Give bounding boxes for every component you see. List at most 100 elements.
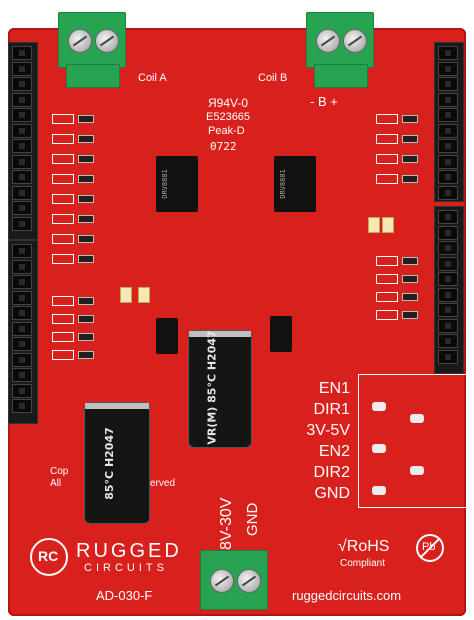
motor-driver-chip-left: DRV8801 bbox=[156, 156, 198, 212]
diode-left bbox=[156, 318, 178, 354]
compliant-label: Compliant bbox=[340, 558, 386, 569]
header-pin bbox=[12, 46, 32, 60]
header-pin bbox=[12, 321, 32, 336]
header-pin bbox=[438, 139, 458, 153]
coil-a-label: Coil A bbox=[138, 72, 167, 84]
model-number-label: AD-030-F bbox=[96, 588, 153, 603]
coil-a-terminal-base bbox=[66, 64, 120, 88]
header-pin bbox=[438, 272, 458, 286]
pin-label-dir2: DIR2 bbox=[313, 464, 350, 481]
resistor-pad bbox=[376, 134, 398, 144]
header-pin bbox=[438, 77, 458, 91]
resistor bbox=[78, 333, 94, 341]
voltage-range-label: 8V-30V bbox=[218, 497, 235, 550]
resistor bbox=[402, 293, 418, 301]
resistor bbox=[78, 135, 94, 143]
electrolytic-capacitor-left: 85°C H2047 bbox=[84, 402, 150, 524]
header-pin bbox=[438, 241, 458, 255]
copyright-text-2: All bbox=[50, 478, 62, 489]
header-pin bbox=[12, 201, 32, 215]
rugged-circuits-logo: RC RUGGED CIRCUITS bbox=[30, 538, 200, 578]
capacitor-left-marking: 85°C H2047 bbox=[102, 427, 116, 500]
header-pin bbox=[438, 185, 458, 200]
ul-mark-icon: Я bbox=[208, 96, 217, 110]
screw-icon bbox=[210, 569, 234, 593]
resistor bbox=[78, 255, 94, 263]
solder-pad bbox=[372, 402, 386, 411]
resistor bbox=[402, 257, 418, 265]
header-pin bbox=[12, 399, 32, 413]
io-pin-label-box bbox=[358, 374, 466, 508]
resistor-pad bbox=[52, 174, 74, 184]
header-pin bbox=[438, 256, 458, 271]
pin-label-en1: EN1 bbox=[318, 380, 350, 397]
rc-logo-icon: RC bbox=[30, 538, 68, 576]
coil-b-label: Coil B bbox=[258, 72, 288, 84]
logo-sub-text: CIRCUITS bbox=[84, 562, 168, 574]
header-pin bbox=[12, 77, 32, 91]
screw-icon bbox=[95, 29, 119, 53]
header-pin bbox=[12, 185, 32, 200]
peak-code-label: Peak-D bbox=[208, 125, 245, 137]
resistor bbox=[402, 135, 418, 143]
part-code-label: E523665 bbox=[206, 111, 251, 123]
header-pin bbox=[12, 275, 32, 289]
resistor bbox=[78, 215, 94, 223]
led-indicator bbox=[368, 217, 380, 233]
resistor-pad bbox=[376, 174, 398, 184]
resistor bbox=[402, 275, 418, 283]
b-polarity-label: - B + bbox=[310, 94, 338, 109]
rating-94v-text: 94V-0 bbox=[216, 96, 249, 110]
resistor bbox=[402, 115, 418, 123]
header-pin bbox=[12, 383, 32, 398]
led-indicator bbox=[382, 217, 394, 233]
coil-b-terminal-block bbox=[306, 12, 374, 68]
header-pin bbox=[438, 334, 458, 348]
solder-pad bbox=[410, 466, 424, 475]
electrolytic-capacitor-right: VR(M) 85°C H2047 bbox=[188, 330, 252, 448]
rohs-label: √RoHS bbox=[338, 538, 390, 555]
ul-rating-label: Я94V-0 bbox=[208, 96, 248, 110]
header-pin bbox=[12, 368, 32, 382]
resistor bbox=[78, 175, 94, 183]
header-pin bbox=[12, 290, 32, 305]
pin-label-gnd: GND bbox=[314, 485, 350, 502]
logo-main-text: RUGGED bbox=[76, 540, 182, 562]
header-pin bbox=[438, 303, 458, 317]
resistor-pad bbox=[52, 114, 74, 124]
header-pin bbox=[12, 61, 32, 76]
led-indicator bbox=[138, 287, 150, 303]
header-pin bbox=[438, 46, 458, 60]
header-pin bbox=[12, 216, 32, 231]
header-pin bbox=[438, 108, 458, 122]
website-label: ruggedcircuits.com bbox=[292, 588, 402, 603]
chip-right-marking: DRV8801 bbox=[278, 169, 287, 199]
solder-pad bbox=[410, 414, 424, 423]
resistor-pad bbox=[52, 194, 74, 204]
header-pin bbox=[438, 210, 458, 224]
pin-label-en2: EN2 bbox=[318, 443, 350, 460]
coil-a-terminal-block bbox=[58, 12, 126, 68]
resistor bbox=[78, 351, 94, 359]
header-pin bbox=[438, 123, 458, 138]
motor-driver-chip-right: DRV8801 bbox=[274, 156, 316, 212]
copyright-text-1: Cop bbox=[50, 466, 69, 477]
copyright-text-3: erved bbox=[150, 478, 176, 489]
gnd-vertical-label: GND bbox=[244, 502, 261, 536]
resistor bbox=[78, 195, 94, 203]
resistor-pad bbox=[52, 134, 74, 144]
date-code-label: 0722 bbox=[210, 140, 237, 153]
led-indicator bbox=[120, 287, 132, 303]
header-pin bbox=[438, 318, 458, 333]
resistor bbox=[78, 115, 94, 123]
resistor bbox=[402, 175, 418, 183]
resistor-pad bbox=[52, 332, 74, 342]
solder-pad bbox=[372, 444, 386, 453]
resistor-pad bbox=[52, 350, 74, 360]
header-pin bbox=[438, 349, 458, 364]
screw-icon bbox=[343, 29, 367, 53]
resistor-pad bbox=[376, 292, 398, 302]
screw-icon bbox=[237, 569, 261, 593]
resistor bbox=[78, 315, 94, 323]
solder-pad bbox=[372, 486, 386, 495]
